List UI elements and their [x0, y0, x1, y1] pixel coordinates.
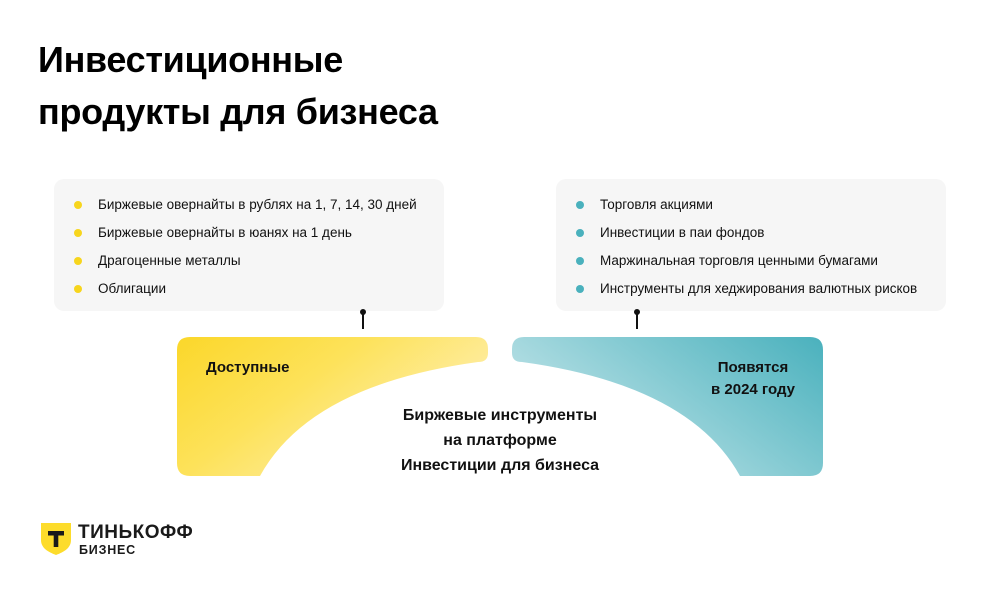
- list-item: Торговля акциями: [576, 194, 917, 222]
- list-item: Биржевые овернайты в юанях на 1 день: [74, 222, 417, 250]
- list-item-label: Биржевые овернайты в юанях на 1 день: [98, 225, 352, 240]
- bullet-dot-icon: [74, 285, 82, 293]
- list-item-label: Маржинальная торговля ценными бумагами: [600, 253, 878, 268]
- list-item: Драгоценные металлы: [74, 250, 417, 278]
- bullet-dot-icon: [74, 201, 82, 209]
- list-item-label: Драгоценные металлы: [98, 253, 241, 268]
- upcoming-connector-line: [634, 309, 640, 329]
- bullet-dot-icon: [74, 257, 82, 265]
- available-products-list: Биржевые овернайты в рублях на 1, 7, 14,…: [74, 194, 417, 306]
- available-segment-shape: [177, 337, 488, 476]
- list-item: Маржинальная торговля ценными бумагами: [576, 250, 917, 278]
- upcoming-products-card: Торговля акциями Инвестиции в паи фондов…: [556, 179, 946, 311]
- list-item: Инструменты для хеджирования валютных ри…: [576, 278, 917, 306]
- shield-t-icon: [41, 523, 71, 555]
- center-caption: Биржевые инструменты на платформе Инвест…: [350, 403, 650, 478]
- title-line-2: продукты для бизнеса: [38, 91, 438, 132]
- center-caption-line-2: на платформе: [443, 432, 557, 449]
- list-item: Инвестиции в паи фондов: [576, 222, 917, 250]
- bullet-dot-icon: [576, 201, 584, 209]
- available-connector-line: [360, 309, 366, 329]
- list-item-label: Облигации: [98, 281, 166, 296]
- bullet-dot-icon: [576, 229, 584, 237]
- upcoming-products-list: Торговля акциями Инвестиции в паи фондов…: [576, 194, 917, 306]
- list-item-label: Инвестиции в паи фондов: [600, 225, 765, 240]
- upcoming-label-line-1: Появятся: [717, 359, 789, 376]
- bullet-dot-icon: [74, 229, 82, 237]
- list-item-label: Биржевые овернайты в рублях на 1, 7, 14,…: [98, 197, 417, 212]
- upcoming-label-line-2: в 2024 году: [711, 381, 795, 398]
- center-caption-line-3: Инвестиции для бизнеса: [400, 457, 600, 474]
- upcoming-segment-label: Появятся в 2024 году: [688, 357, 818, 401]
- title-line-1: Инвестиционные: [38, 39, 343, 80]
- available-segment-label: Доступные: [206, 359, 290, 376]
- list-item: Облигации: [74, 278, 417, 306]
- logo-subtitle: БИЗНЕС: [79, 543, 136, 557]
- list-item-label: Инструменты для хеджирования валютных ри…: [600, 281, 918, 296]
- page-title: Инвестиционные продукты для бизнеса: [38, 34, 598, 138]
- logo-name: ТИНЬКОФФ: [78, 522, 194, 543]
- available-products-card: Биржевые овернайты в рублях на 1, 7, 14,…: [54, 179, 444, 311]
- list-item-label: Торговля акциями: [600, 197, 713, 212]
- list-item: Биржевые овернайты в рублях на 1, 7, 14,…: [74, 194, 417, 222]
- center-caption-line-1: Биржевые инструменты: [402, 407, 598, 424]
- bullet-dot-icon: [576, 257, 584, 265]
- upcoming-segment-shape: [512, 337, 823, 476]
- bullet-dot-icon: [576, 285, 584, 293]
